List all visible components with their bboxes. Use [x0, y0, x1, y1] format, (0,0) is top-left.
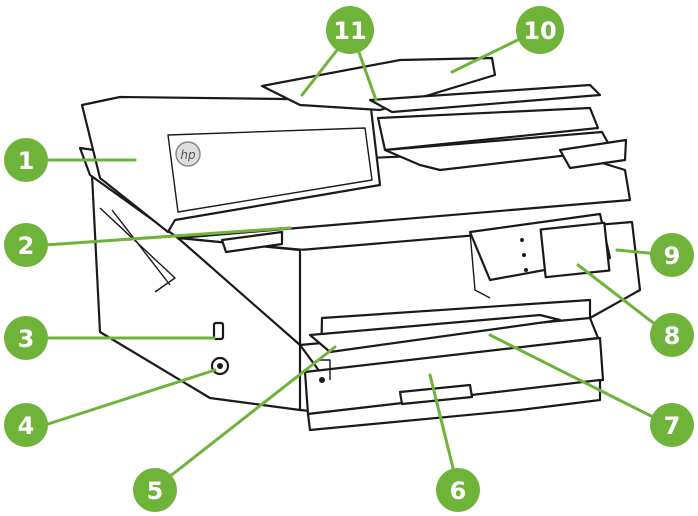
- callout-9-label: 9: [664, 242, 681, 270]
- callout-5-label: 5: [147, 477, 164, 505]
- callout-4-label: 4: [18, 412, 35, 440]
- scanner-lid: hp: [80, 95, 382, 254]
- leader-7: [488, 333, 671, 427]
- adf-feeder: [260, 56, 628, 172]
- hp-logo-icon: [175, 141, 201, 167]
- callout-1-label: 1: [18, 147, 35, 175]
- callout-6-label: 6: [450, 477, 467, 505]
- callout-5: 5: [133, 468, 177, 512]
- paper-trays: [298, 313, 605, 432]
- leader-2: [43, 226, 292, 247]
- callout-10-label: 10: [523, 17, 556, 45]
- callout-3-label: 3: [18, 325, 35, 353]
- callout-1: 1: [4, 138, 48, 182]
- callout-10: 10: [516, 6, 564, 54]
- callout-2-label: 2: [18, 232, 35, 260]
- power-controls: [210, 321, 230, 376]
- callout-4: 4: [4, 403, 48, 447]
- touchscreen-display: [539, 221, 611, 279]
- callout-3: 3: [4, 316, 48, 360]
- callout-11-label: 11: [333, 17, 366, 45]
- leader-5: [153, 345, 337, 490]
- leader-4: [43, 368, 217, 427]
- wireless-button-icon: [212, 321, 225, 341]
- callout-7: 7: [650, 403, 694, 447]
- callout-7-label: 7: [664, 412, 681, 440]
- callout-9: 9: [650, 233, 694, 277]
- leader-10: [450, 33, 530, 74]
- control-panel: [468, 212, 612, 299]
- leader-11b: [354, 42, 378, 102]
- callout-2: 2: [4, 223, 48, 267]
- callout-8-label: 8: [664, 322, 681, 350]
- callout-6: 6: [436, 468, 480, 512]
- callout-11: 11: [326, 6, 374, 54]
- input-tray: [303, 336, 605, 416]
- brand-mark: hp: [180, 148, 196, 162]
- lid-handle: [220, 230, 284, 254]
- callout-8: 8: [650, 313, 694, 357]
